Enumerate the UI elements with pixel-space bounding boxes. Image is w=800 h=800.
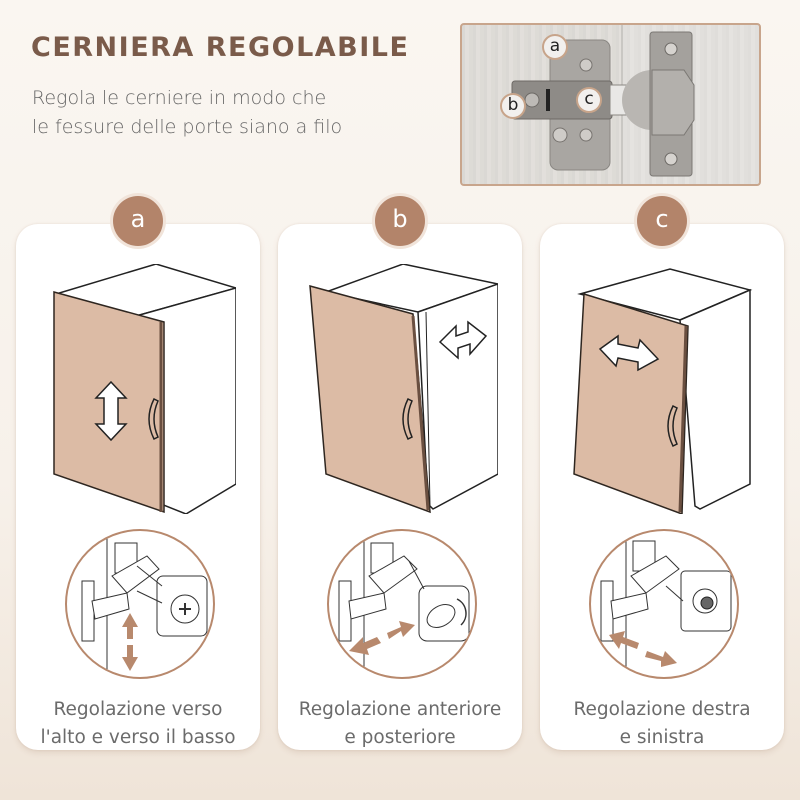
- hinge-detail-a: [65, 529, 215, 679]
- photo-label-b: b: [500, 93, 526, 119]
- hinge-photo: a b c: [460, 23, 761, 186]
- front-back-arrow-icon: [349, 637, 381, 655]
- cabinet-left-right-adjust-illustration: [573, 268, 753, 514]
- subtitle-line-1: Regola le cerniere in modo che: [32, 87, 327, 109]
- hinge-detail-c: [589, 529, 739, 679]
- card-c: c Regolazione destra e sinistra: [540, 196, 784, 752]
- page-subtitle: Regola le cerniere in modo che le fessur…: [32, 84, 342, 142]
- left-right-arrow-icon: [598, 334, 660, 372]
- cabinet-front-back-adjust-illustration: [309, 264, 498, 514]
- caption-a-line-1: Regolazione verso: [53, 699, 223, 720]
- caption-a-line-2: l'alto e verso il basso: [40, 727, 236, 748]
- page-title: CERNIERA REGOLABILE: [31, 32, 410, 63]
- up-down-arrow-icon: [122, 613, 138, 639]
- caption-c-line-2: e sinistra: [619, 727, 705, 748]
- caption-b-line-2: e posteriore: [344, 727, 456, 748]
- photo-label-a: a: [542, 34, 568, 60]
- caption-c-line-1: Regolazione destra: [573, 699, 751, 720]
- caption-c: Regolazione destra e sinistra: [540, 696, 784, 752]
- subtitle-line-2: le fessure delle porte siano a filo: [32, 116, 343, 138]
- front-back-arrow-icon: [438, 320, 488, 360]
- step-badge-a: a: [113, 196, 163, 246]
- card-a: a Regolazione verso l'alto e verso il ba…: [16, 196, 260, 752]
- step-badge-b: b: [375, 196, 425, 246]
- left-right-arrow-icon: [609, 631, 639, 649]
- door-handle-icon: [148, 397, 159, 441]
- door-handle-icon: [402, 397, 413, 441]
- step-badge-c: c: [637, 196, 687, 246]
- door-handle-icon: [667, 404, 678, 448]
- vertical-arrow-icon: [94, 380, 128, 442]
- caption-a: Regolazione verso l'alto e verso il bass…: [16, 696, 260, 752]
- hinge-detail-b: [327, 529, 477, 679]
- photo-label-c: c: [576, 87, 602, 113]
- card-b: b Regolazione anteriore e posteriore: [278, 196, 522, 752]
- caption-b-line-1: Regolazione anteriore: [298, 699, 502, 720]
- caption-b: Regolazione anteriore e posteriore: [278, 696, 522, 752]
- cabinet-vertical-adjust-illustration: [53, 264, 236, 514]
